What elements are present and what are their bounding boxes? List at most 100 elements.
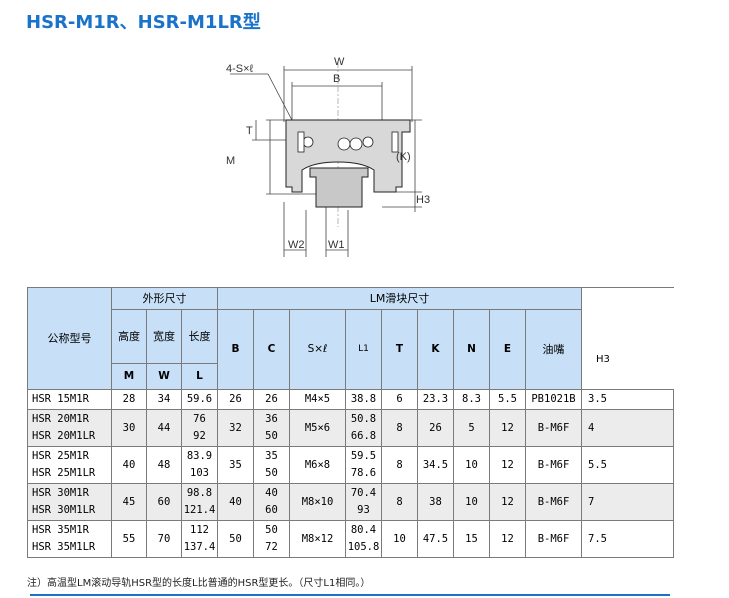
cell-k: 26 [417, 409, 454, 447]
cell-h3: 5.5 [581, 446, 674, 484]
cell-line: 26 [265, 393, 278, 405]
cell-line: 50.8 [350, 413, 377, 425]
cell-k: 23.3 [417, 389, 454, 410]
cell-s: M5×6 [289, 409, 346, 447]
footnote: 注）高温型LM滚动导轨HSR型的长度L比普通的HSR型更长。（尺寸L1相同。） [27, 578, 371, 589]
cell-line: 78.6 [350, 467, 377, 479]
cell-e: 12 [489, 446, 526, 484]
cell-n: 15 [453, 520, 490, 558]
cell-line: 60 [265, 504, 278, 516]
cell-line: 50 [265, 467, 278, 479]
cell-line: 59.6 [186, 393, 213, 405]
label-m: M [226, 155, 235, 167]
cell-line: HSR 30M1LR [32, 504, 96, 516]
label-w2: W2 [288, 239, 305, 251]
label-w1: W1 [328, 239, 345, 251]
label-hole: 4-S×ℓ [226, 63, 254, 75]
cell-w: 70 [146, 520, 182, 558]
cell-line: 112 [190, 524, 209, 536]
header-s: S×ℓ [289, 309, 346, 390]
cell-m: 30 [111, 409, 147, 447]
drawing-labels: 4-S×ℓ W B T M (K) H3 W2 W1 [226, 56, 430, 251]
cell-k: 38 [417, 483, 454, 521]
header-model: 公称型号 [27, 287, 112, 390]
cell-s: M8×10 [289, 483, 346, 521]
cell-line: HSR 30M1R [32, 487, 89, 499]
cell-m: 45 [111, 483, 147, 521]
cell-model: HSR 15M1R [27, 389, 112, 410]
cell-line: HSR 35M1R [32, 524, 89, 536]
label-k: (K) [396, 151, 411, 163]
cell-t: 8 [381, 446, 418, 484]
cell-line: 121.4 [183, 504, 216, 516]
cell-nipple: B-M6F [525, 446, 582, 484]
cell-s: M4×5 [289, 389, 346, 410]
cell-line: 36 [265, 413, 278, 425]
cell-t: 8 [381, 483, 418, 521]
cell-model: HSR 30M1R HSR 30M1LR [27, 483, 112, 521]
cell-line: 50 [265, 430, 278, 442]
cell-line: 70.4 [350, 487, 377, 499]
cell-b: 40 [217, 483, 254, 521]
cell-l: 83.9 103 [181, 446, 218, 484]
cell-h3: 7.5 [581, 520, 674, 558]
header-l1: L1 [345, 309, 382, 390]
cell-line: 83.9 [186, 450, 213, 462]
cell-line: HSR 20M1LR [32, 430, 96, 442]
label-b: B [333, 73, 340, 85]
header-t: T [381, 309, 418, 390]
cell-nipple: B-M6F [525, 483, 582, 521]
cell-l: 59.6 [181, 389, 218, 410]
header-b: B [217, 309, 254, 390]
cross-section-drawing: 4-S×ℓ W B T M (K) H3 W2 W1 [226, 56, 430, 257]
header-h3: H3 [596, 354, 610, 365]
label-t: T [246, 125, 253, 137]
cell-l1: 38.8 [345, 389, 382, 410]
cell-line: HSR 15M1R [32, 393, 89, 405]
cell-k: 34.5 [417, 446, 454, 484]
cell-line: 40 [265, 487, 278, 499]
cell-e: 12 [489, 520, 526, 558]
cell-line: 72 [265, 541, 278, 553]
header-nipple: 油嘴 [525, 309, 582, 390]
cell-e: 5.5 [489, 389, 526, 410]
cell-line: 59.5 [350, 450, 377, 462]
cell-nipple: B-M6F [525, 409, 582, 447]
cell-w: 60 [146, 483, 182, 521]
cell-b: 32 [217, 409, 254, 447]
cell-k: 47.5 [417, 520, 454, 558]
cell-b: 26 [217, 389, 254, 410]
header-length: 长度 [181, 309, 218, 364]
cell-line: 137.4 [183, 541, 216, 553]
label-w: W [334, 56, 345, 68]
cell-e: 12 [489, 483, 526, 521]
cell-line: 76 [193, 413, 206, 425]
cell-t: 10 [381, 520, 418, 558]
cell-line: HSR 25M1LR [32, 467, 96, 479]
cell-line: 105.8 [347, 541, 380, 553]
cell-h3: 7 [581, 483, 674, 521]
cell-w: 44 [146, 409, 182, 447]
cell-line: 103 [190, 467, 209, 479]
header-width: 宽度 [146, 309, 182, 364]
cell-n: 10 [453, 483, 490, 521]
cell-s: M6×8 [289, 446, 346, 484]
cell-line: HSR 25M1R [32, 450, 89, 462]
label-h3: H3 [416, 194, 430, 206]
cell-h3: 3.5 [581, 389, 674, 410]
header-n: N [453, 309, 490, 390]
header-block: LM滑块尺寸 [217, 287, 582, 310]
cell-line: 93 [357, 504, 370, 516]
cell-e: 12 [489, 409, 526, 447]
cell-w: 48 [146, 446, 182, 484]
